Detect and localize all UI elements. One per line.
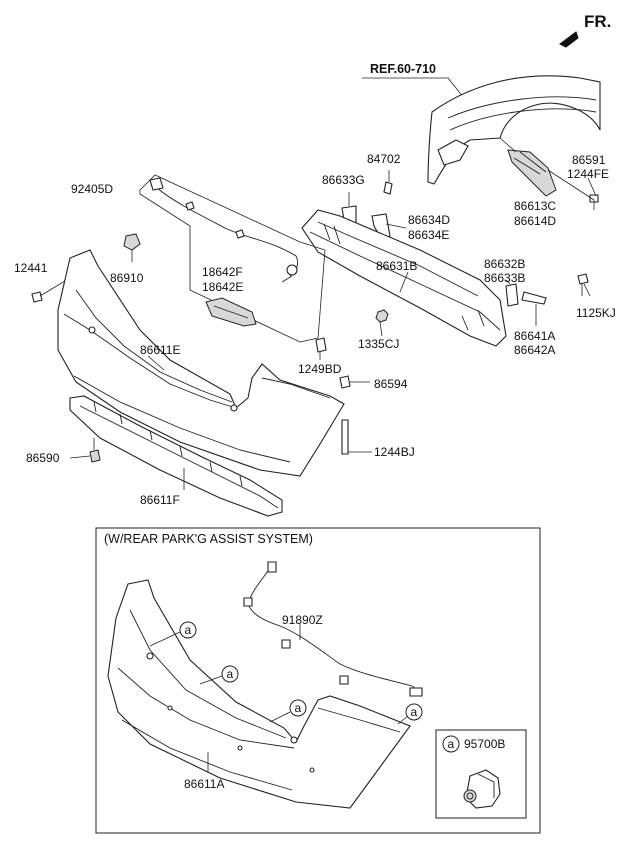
harness-92405d bbox=[139, 174, 327, 360]
fender-reference: REF.60-710 bbox=[362, 62, 601, 185]
bracket-86641a bbox=[521, 291, 547, 305]
label-18642f: 18642F bbox=[202, 265, 243, 279]
bumper-beam-86631b bbox=[301, 209, 507, 347]
front-arrow-icon bbox=[559, 31, 579, 48]
label-86641a: 86641A bbox=[514, 329, 555, 343]
label-86611e: 86611E bbox=[140, 343, 180, 357]
parking-sensor-harness-91890z bbox=[247, 567, 421, 697]
label-86594: 86594 bbox=[374, 377, 408, 391]
label-86642a: 86642A bbox=[514, 343, 555, 357]
front-direction-indicator: FR. bbox=[559, 12, 611, 48]
label-86634e: 86634E bbox=[408, 228, 449, 242]
label-86611a: 86611A bbox=[184, 777, 224, 791]
callout-a-2: a bbox=[227, 667, 234, 681]
side-bracket-86613c bbox=[507, 149, 557, 197]
clip-86594 bbox=[339, 375, 351, 389]
bracket-86632b bbox=[505, 283, 519, 307]
label-86634d: 86634D bbox=[408, 213, 450, 227]
label-86613c: 86613C bbox=[514, 199, 556, 213]
label-84702: 84702 bbox=[367, 152, 401, 166]
label-1244bj: 1244BJ bbox=[374, 445, 415, 459]
label-86633b: 86633B bbox=[484, 271, 525, 285]
label-91890z: 91890Z bbox=[282, 613, 323, 627]
clip-84702 bbox=[383, 181, 393, 195]
nut-1335cj bbox=[375, 309, 389, 323]
label-86632b: 86632B bbox=[484, 257, 525, 271]
fr-label: FR. bbox=[584, 12, 611, 31]
label-18642e: 18642E bbox=[202, 280, 243, 294]
fender-reflector-opening bbox=[437, 139, 469, 166]
option-box-title: (W/REAR PARK'G ASSIST SYSTEM) bbox=[104, 532, 313, 546]
rear-bumper-cover-86611a bbox=[107, 579, 411, 809]
label-86590: 86590 bbox=[26, 451, 60, 465]
label-86633g: 86633G bbox=[322, 173, 365, 187]
bolt-1125kj bbox=[577, 273, 589, 285]
screw-1244bj bbox=[341, 419, 349, 455]
label-86910: 86910 bbox=[110, 271, 144, 285]
rear-fender-outline bbox=[427, 75, 601, 185]
sensor-marker-a: a bbox=[448, 737, 455, 751]
label-92405d: 92405D bbox=[71, 182, 113, 196]
rear-bumper-cover-86611e bbox=[57, 249, 345, 477]
label-12441: 12441 bbox=[14, 261, 48, 275]
label-86614d: 86614D bbox=[514, 214, 556, 228]
label-86611f: 86611F bbox=[140, 493, 180, 507]
ref-label: REF.60-710 bbox=[370, 62, 436, 76]
label-1125kj: 1125KJ bbox=[576, 306, 616, 320]
rear-park-assist-option-box: (W/REAR PARK'G ASSIST SYSTEM) 91890Z 866… bbox=[95, 527, 541, 834]
pushpin-86590 bbox=[89, 449, 101, 463]
label-86591: 86591 bbox=[572, 153, 606, 167]
label-1249bd: 1249BD bbox=[298, 362, 342, 376]
screw-12441 bbox=[31, 291, 43, 303]
sensor-legend-box: a 95700B bbox=[435, 729, 527, 819]
lower-cover-86611f bbox=[69, 395, 283, 517]
label-1335cj: 1335CJ bbox=[358, 337, 399, 351]
label-95700b: 95700B bbox=[464, 737, 505, 751]
label-1244fe: 1244FE bbox=[567, 167, 609, 181]
parking-sensor-icon bbox=[463, 769, 501, 809]
label-86631b: 86631B bbox=[376, 259, 417, 273]
callout-a-4: a bbox=[411, 705, 418, 719]
callout-a-3: a bbox=[295, 701, 302, 715]
callout-a-1: a bbox=[185, 623, 192, 637]
part-labels: 86591 1244FE 84702 86633G 92405D 86613C … bbox=[14, 152, 616, 507]
clip-86910 bbox=[123, 233, 141, 251]
